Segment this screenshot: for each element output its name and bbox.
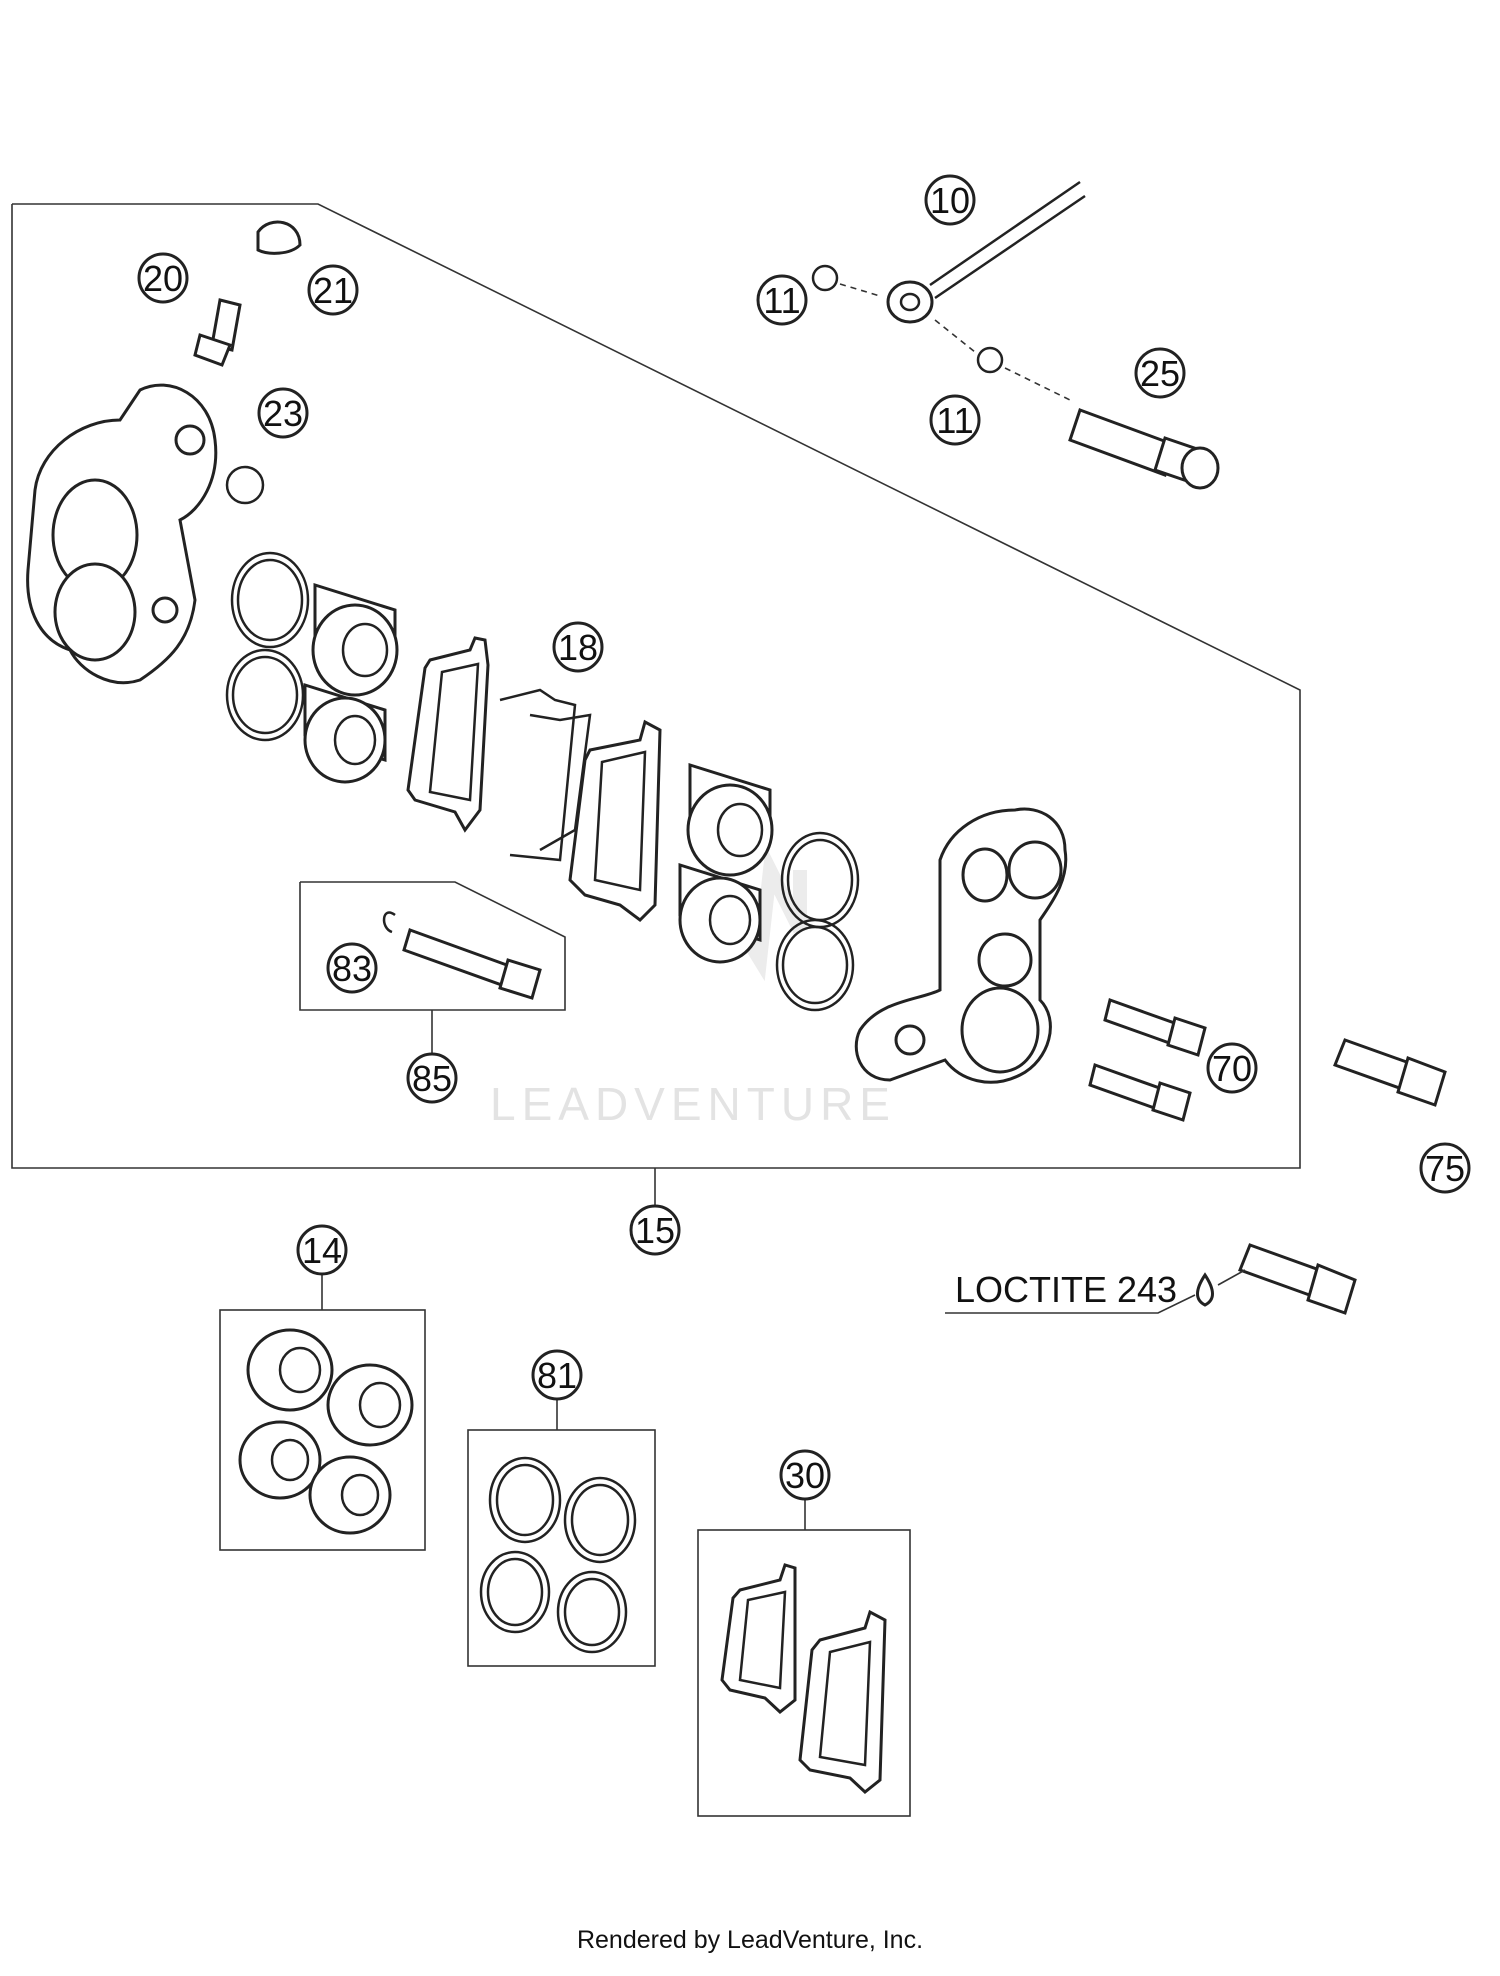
pad-spring xyxy=(499,688,592,862)
loctite-drop-icon xyxy=(1196,1272,1214,1307)
svg-text:75: 75 xyxy=(1425,1148,1465,1189)
svg-text:30: 30 xyxy=(785,1455,825,1496)
svg-text:11: 11 xyxy=(763,280,800,321)
svg-text:83: 83 xyxy=(332,948,372,989)
assembly-outline xyxy=(11,203,1301,1169)
o-ring xyxy=(225,465,265,505)
brake-pad-right xyxy=(568,719,662,922)
piston-seals-left xyxy=(225,551,310,742)
callout-18: 18 xyxy=(552,621,604,673)
svg-text:85: 85 xyxy=(412,1058,452,1099)
callout-23: 23 xyxy=(257,387,309,439)
callout-21: 21 xyxy=(307,264,359,316)
mounting-screws xyxy=(1088,998,1207,1122)
flange-bolt-lower xyxy=(1238,1243,1357,1315)
svg-text:70: 70 xyxy=(1212,1048,1252,1089)
svg-text:25: 25 xyxy=(1140,353,1180,394)
piston-kit xyxy=(238,1328,414,1535)
callout-30: 30 xyxy=(779,1449,831,1501)
callout-14: 14 xyxy=(296,1224,348,1276)
loctite-leader xyxy=(945,1294,1196,1314)
callout-11-upper: 11 xyxy=(756,274,808,326)
callout-15: 15 xyxy=(629,1204,681,1256)
flange-bolt-upper xyxy=(1333,1038,1447,1107)
banjo-bolt xyxy=(1068,408,1220,490)
seal-kit xyxy=(479,1456,637,1654)
svg-text:18: 18 xyxy=(558,627,598,668)
callout-11-lower: 11 xyxy=(929,394,981,446)
caliper-right-half xyxy=(854,807,1068,1084)
svg-text:81: 81 xyxy=(537,1355,577,1396)
pad-kit-box xyxy=(697,1529,911,1817)
svg-text:21: 21 xyxy=(313,270,353,311)
callout-85: 85 xyxy=(406,1052,458,1104)
pad-pin xyxy=(382,911,542,1000)
footer-credit: Rendered by LeadVenture, Inc. xyxy=(576,1926,924,1954)
pistons-right xyxy=(678,762,774,964)
brake-line xyxy=(886,180,1086,324)
pin-kit-box xyxy=(299,881,566,1011)
callout-75: 75 xyxy=(1419,1142,1471,1194)
pad-kit xyxy=(720,1563,887,1794)
svg-text:11: 11 xyxy=(936,400,973,441)
loctite-note: LOCTITE 243 xyxy=(955,1269,1177,1310)
svg-text:14: 14 xyxy=(302,1230,342,1271)
callout-70: 70 xyxy=(1206,1042,1258,1094)
svg-text:15: 15 xyxy=(635,1210,675,1251)
callout-20: 20 xyxy=(137,252,189,304)
pistons-left xyxy=(303,582,399,784)
watermark-text: LEADVENTURE xyxy=(490,1078,896,1130)
piston-seals-right xyxy=(775,831,860,1012)
seal-ring-lower xyxy=(976,346,1004,374)
bleeder-cap xyxy=(256,220,302,255)
callout-25: 25 xyxy=(1134,347,1186,399)
seal-kit-box xyxy=(467,1429,656,1667)
callout-10: 10 xyxy=(924,174,976,226)
svg-text:20: 20 xyxy=(143,258,183,299)
svg-text:10: 10 xyxy=(930,180,970,221)
seal-ring-upper xyxy=(811,264,839,292)
bleeder-screw xyxy=(193,298,242,367)
caliper-left-half xyxy=(26,383,218,685)
callout-81: 81 xyxy=(531,1349,583,1401)
callout-83: 83 xyxy=(326,942,378,994)
brake-pad-left xyxy=(406,636,490,833)
svg-text:23: 23 xyxy=(263,393,303,434)
